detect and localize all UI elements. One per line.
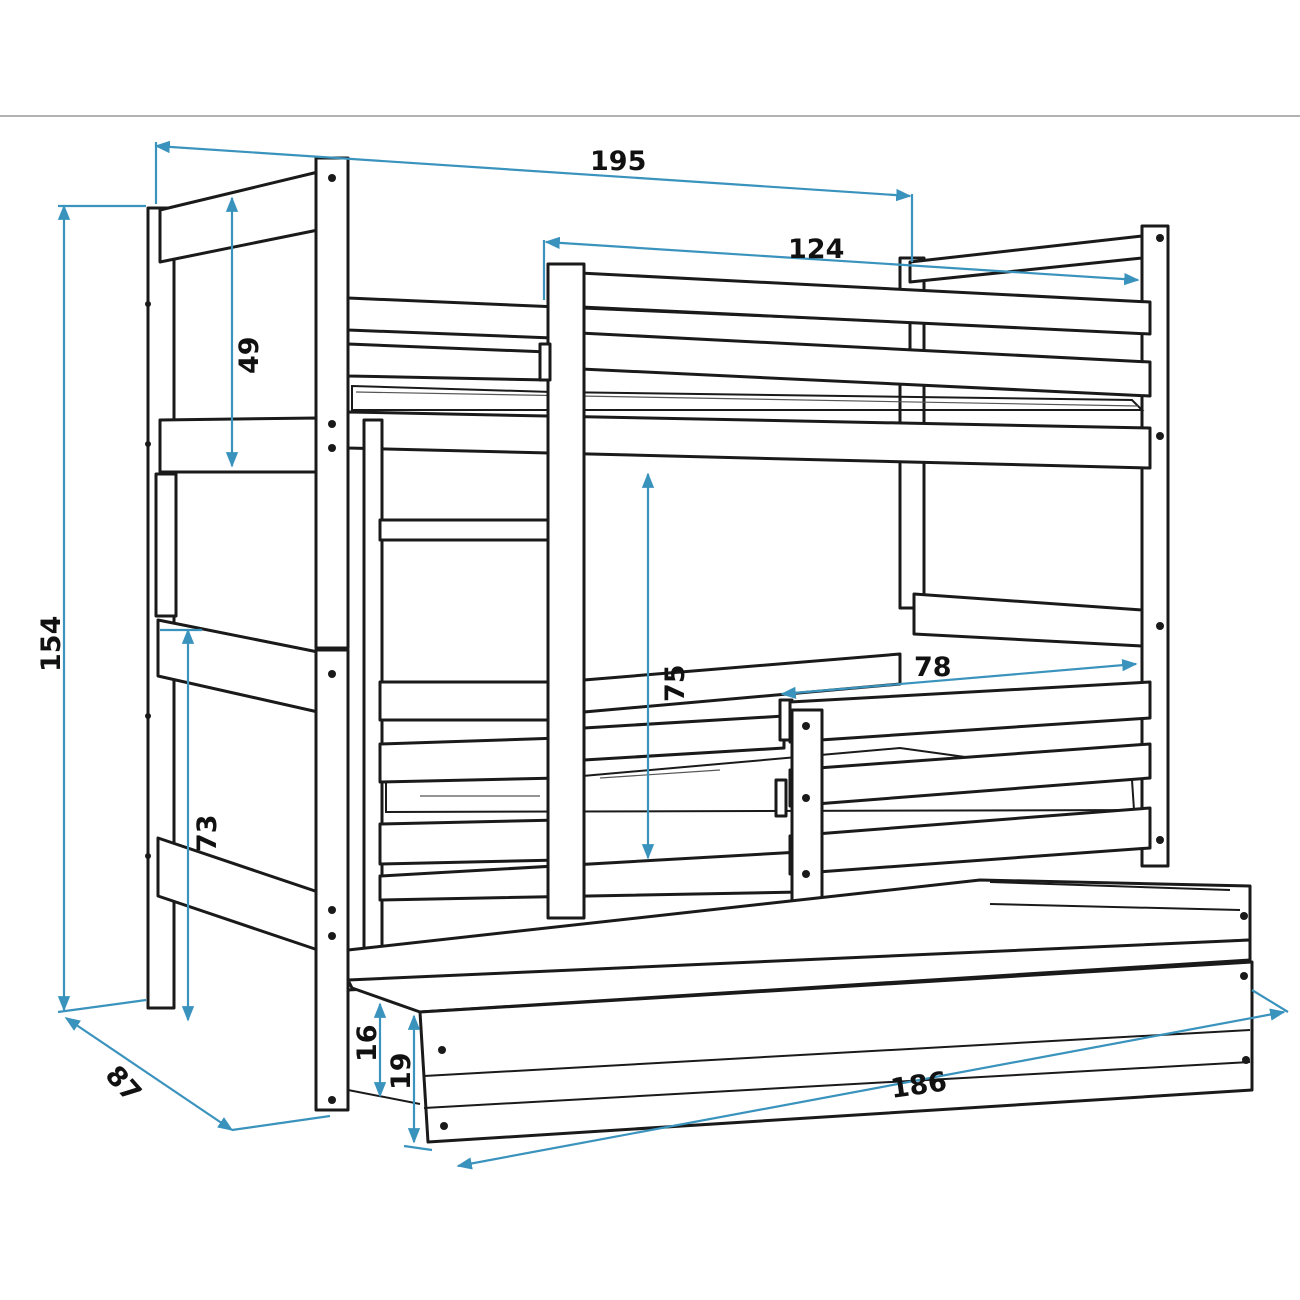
dim-lower-guard-opening (780, 659, 1138, 699)
label-rail-length: 124 (788, 234, 844, 265)
label-total-height: 154 (36, 616, 67, 672)
dimension-lines (57, 140, 1289, 1170)
label-lower-guard-height: 73 (192, 814, 223, 852)
label-lower-guard-opening: 78 (914, 652, 952, 683)
label-overall-length: 195 (590, 146, 646, 177)
dim-drawer-length (456, 1008, 1286, 1170)
dim-overall-length (154, 140, 912, 202)
label-drawer-height-outer: 19 (386, 1052, 417, 1090)
dim-depth (64, 1017, 234, 1131)
label-upper-guard-height: 49 (234, 336, 265, 374)
bed-frame (146, 156, 1254, 1144)
label-lower-clearance: 75 (660, 664, 691, 702)
dim-rail-length (544, 236, 1140, 286)
label-drawer-height-inner: 16 (352, 1024, 383, 1062)
